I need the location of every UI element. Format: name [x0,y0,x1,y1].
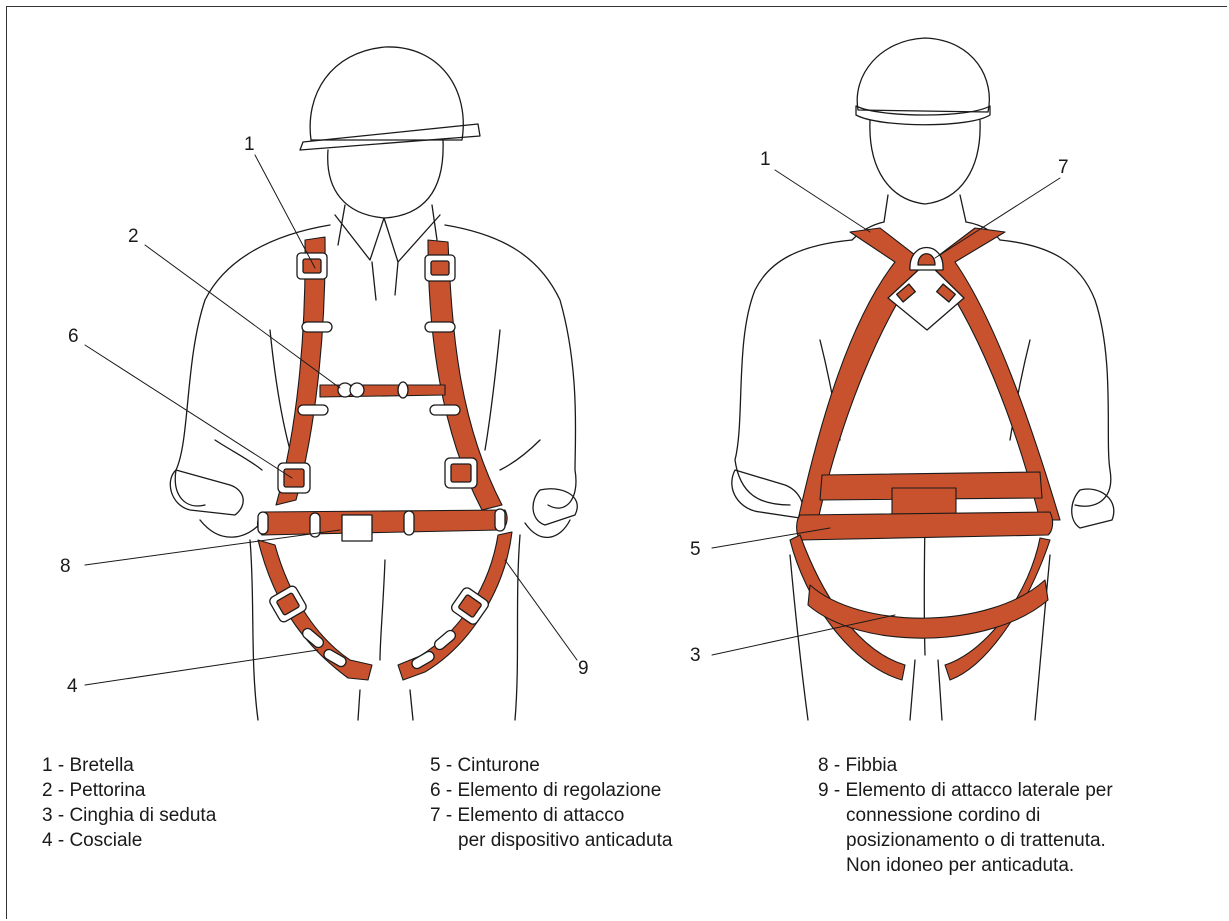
front-figure [170,47,577,720]
callout-numbers: 1 2 6 8 4 9 1 7 5 3 [60,134,1069,697]
legend-column-1: 1 - Bretella 2 - Pettorina 3 - Cinghia d… [42,753,216,853]
legend-item-cinturone: 5 - Cinturone [430,753,672,778]
legend-item-attacco-laterale-2: connessione cordino di [818,803,1113,828]
legend-item-attacco-laterale-4: Non idoneo per anticaduta. [818,853,1113,878]
callout-front-6: 6 [68,326,79,347]
legend-item-pettorina: 2 - Pettorina [42,778,216,803]
leader-lines [85,155,1060,685]
callout-front-9: 9 [578,658,589,679]
legend-column-3: 8 - Fibbia 9 - Elemento di attacco later… [818,753,1113,878]
callout-front-2: 2 [128,226,139,247]
legend-item-fibbia: 8 - Fibbia [818,753,1113,778]
legend-item-cinghia: 3 - Cinghia di seduta [42,803,216,828]
legend-item-regolazione: 6 - Elemento di regolazione [430,778,672,803]
legend-item-attacco: 7 - Elemento di attacco [430,803,672,828]
callout-front-4: 4 [67,676,78,697]
callout-front-8: 8 [60,556,71,577]
legend-item-cosciale: 4 - Cosciale [42,828,216,853]
callout-back-3: 3 [690,645,701,666]
callout-back-1: 1 [760,149,771,170]
legend-column-2: 5 - Cinturone 6 - Elemento di regolazion… [430,753,672,853]
legend-item-attacco-laterale-3: posizionamento o di trattenuta. [818,828,1113,853]
callout-back-5: 5 [690,539,701,560]
legend-item-bretella: 1 - Bretella [42,753,216,778]
back-helmet [857,38,989,112]
legend-item-attacco-laterale: 9 - Elemento di attacco laterale per [818,778,1113,803]
callout-back-7: 7 [1058,157,1069,178]
legend-item-attacco-cont: per dispositivo anticaduta [430,828,672,853]
front-helmet [310,47,463,140]
callout-front-1: 1 [244,134,255,155]
